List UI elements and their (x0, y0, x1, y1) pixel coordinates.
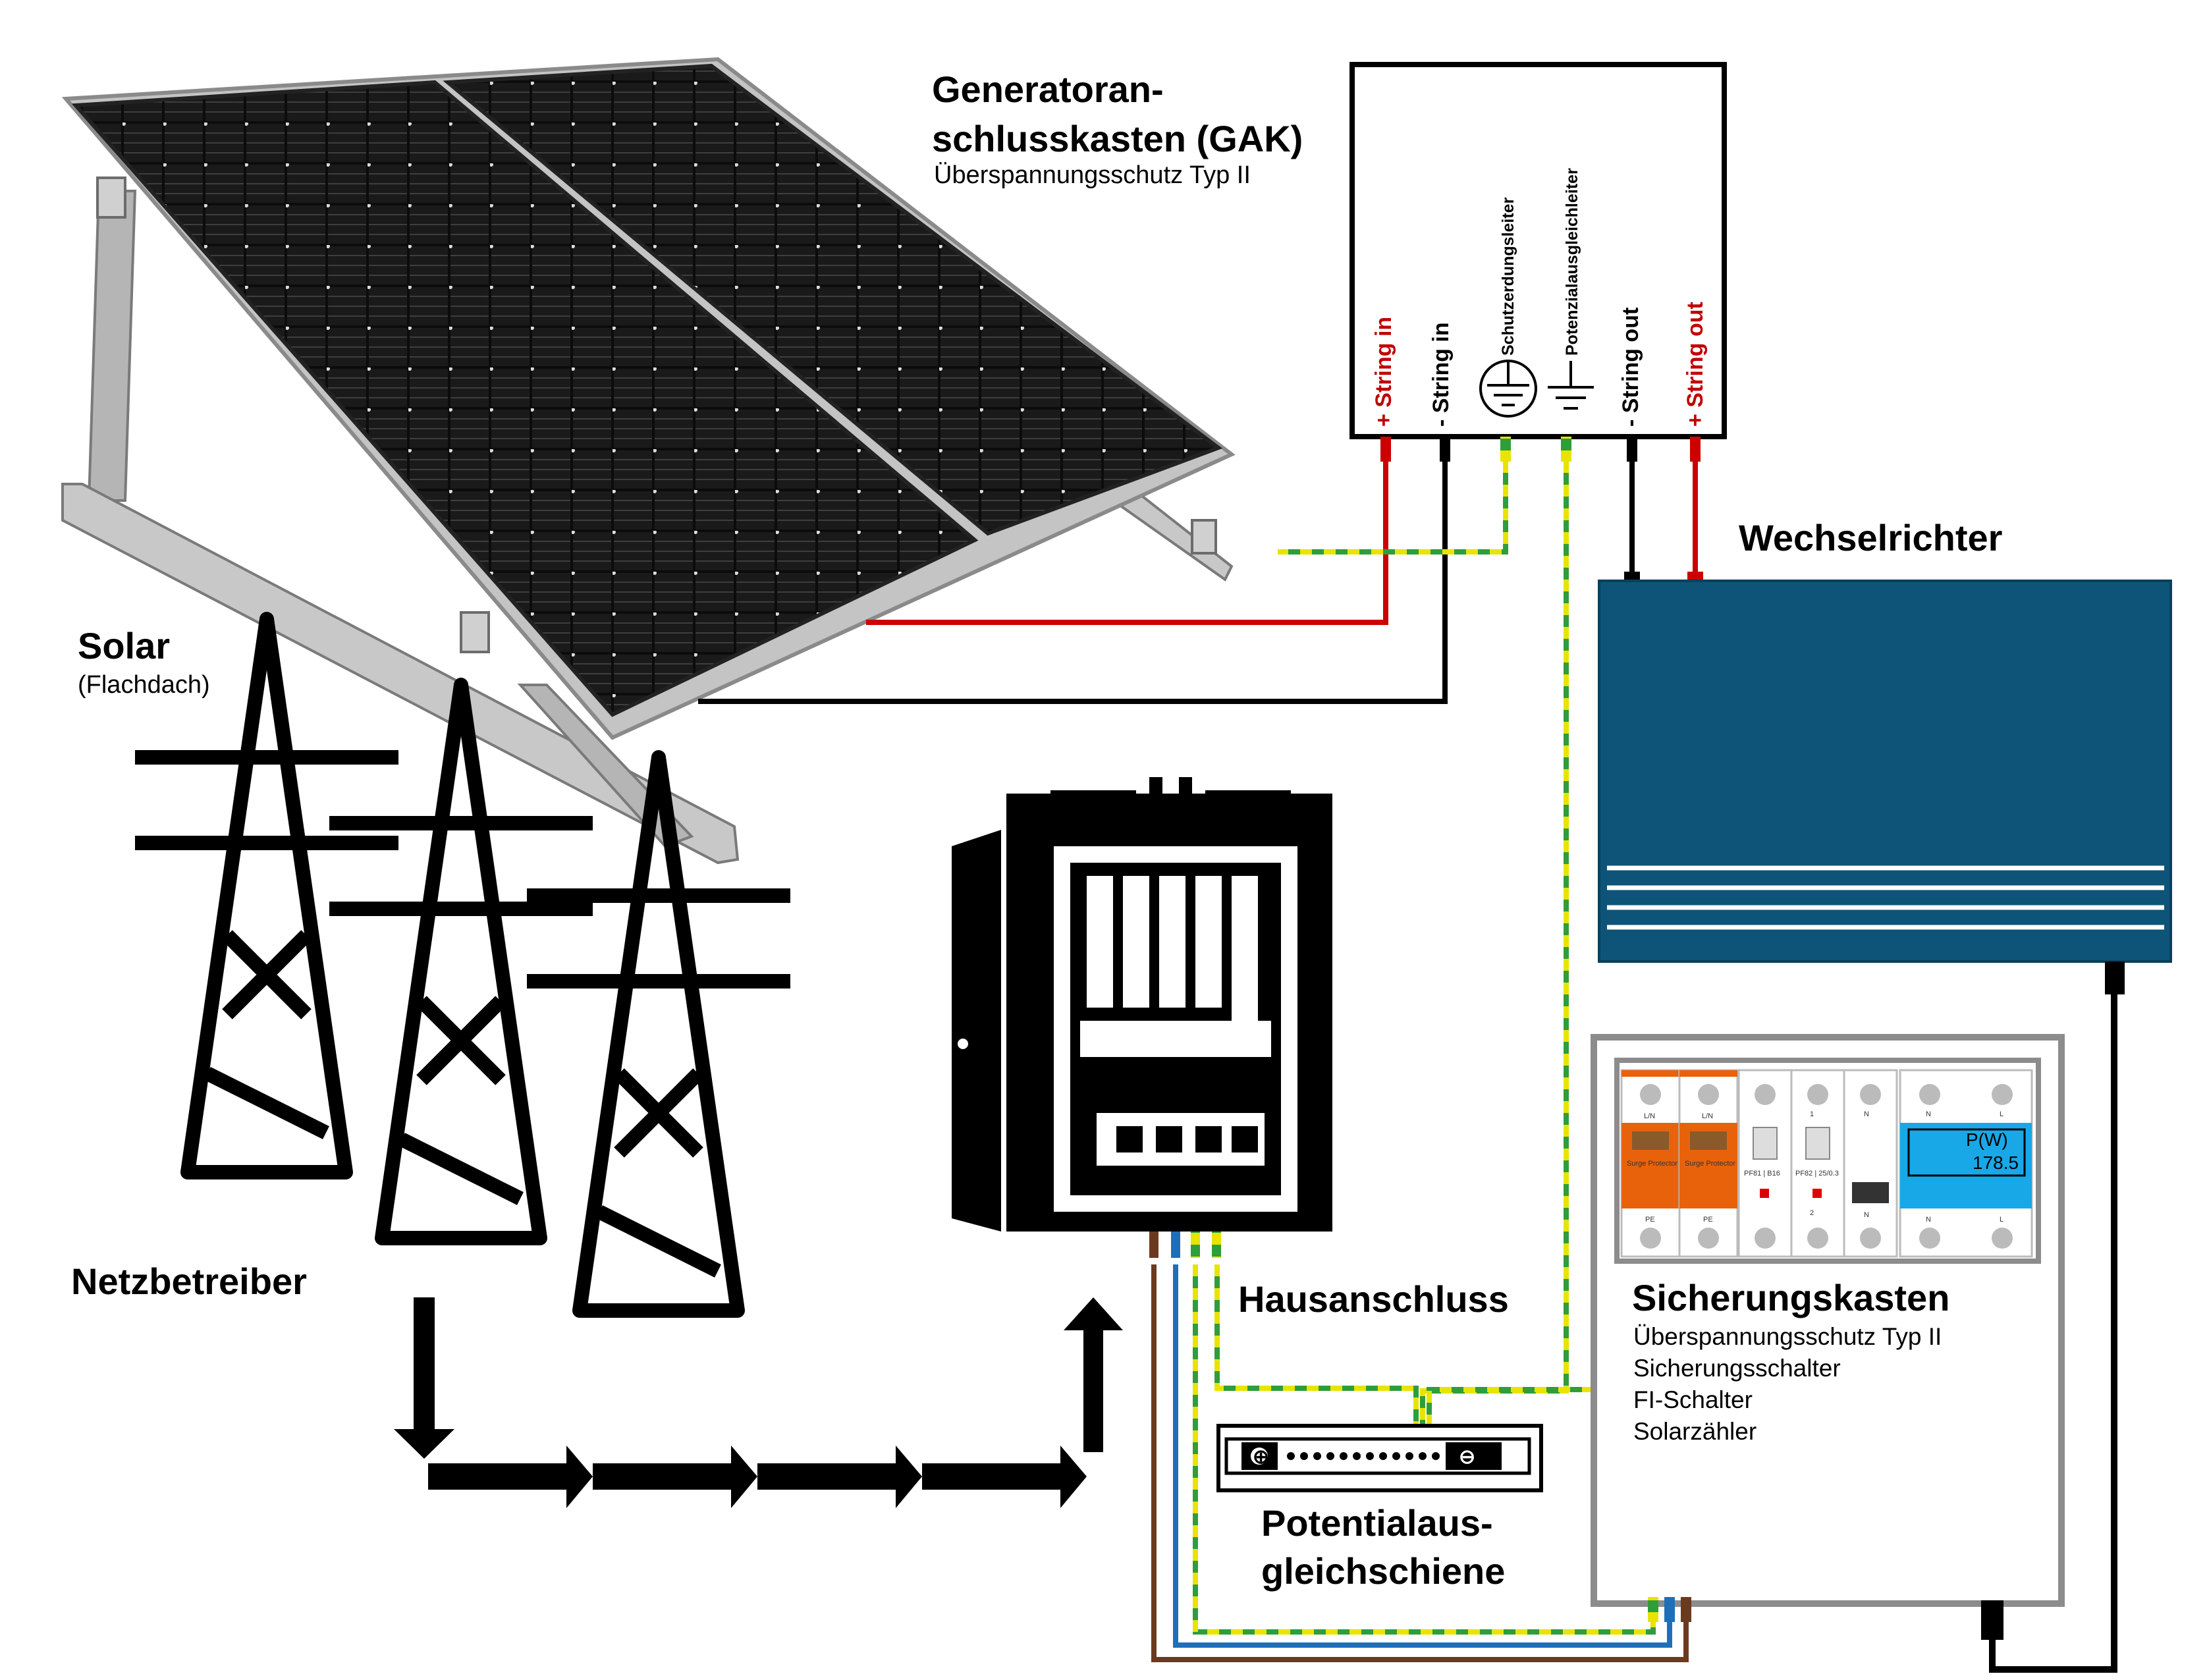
svg-text:Surge Protector: Surge Protector (1685, 1160, 1735, 1168)
support-strut-rear-left (87, 190, 137, 502)
svg-text:N: N (1864, 1110, 1869, 1118)
wire-pe-panel (1278, 461, 1508, 555)
rcd-module: 1 PF82 | 25/0.3 2 (1790, 1069, 1845, 1258)
busbar-title-line1: Potentialaus- (1261, 1502, 1493, 1544)
svg-text:L: L (2000, 1216, 2003, 1224)
svg-text:N: N (1926, 1110, 1931, 1118)
svg-text:PF81 | B16: PF81 | B16 (1744, 1170, 1780, 1178)
svg-text:2: 2 (1810, 1209, 1814, 1217)
terminal-minus-string-in: - String in (1429, 322, 1454, 427)
inverter-title: Wechselrichter (1739, 517, 2002, 558)
svg-text:L: L (2000, 1110, 2003, 1118)
panel-clamp (460, 611, 490, 653)
grid-title: Netzbetreiber (71, 1260, 307, 1302)
wire-plus-string-in (866, 461, 1388, 625)
arrow-right-icon (593, 1446, 757, 1508)
fusebox-item: Sicherungsschalter (1633, 1355, 1841, 1382)
svg-text:P(W): P(W) (1966, 1129, 2008, 1150)
svg-text:⊕: ⊕ (1253, 1446, 1269, 1468)
power-tower-icon (527, 750, 790, 1318)
svg-text:N: N (1926, 1216, 1931, 1224)
solar-panel-right (443, 63, 1223, 536)
terminal-protective-earth: Schutzerdungsleiter (1499, 197, 1517, 356)
circuit-breaker-module: PF81 | B16 (1737, 1069, 1793, 1258)
svg-text:L/N: L/N (1644, 1112, 1655, 1120)
terminal-plus-string-out: + String out (1683, 302, 1708, 427)
terminal-potential-equalization: Potenzialausgleichleiter (1563, 168, 1581, 356)
house-connection-cabinet-icon (952, 777, 1332, 1258)
panel-clamp (1191, 519, 1217, 555)
svg-text:178.5: 178.5 (1973, 1152, 2019, 1173)
solar-title: Solar (78, 625, 170, 666)
arrow-right-icon (428, 1446, 593, 1508)
terminal-plus-string-in: + String in (1371, 317, 1396, 427)
fusebox-item: FI-Schalter (1633, 1386, 1753, 1413)
terminal-minus-string-out: - String out (1618, 308, 1643, 427)
solar-meter-module: N L P(W) 178.5 N L (1899, 1069, 2033, 1258)
solar-subtitle: (Flachdach) (78, 671, 210, 699)
fusebox-item: Solarzähler (1633, 1418, 1757, 1445)
svg-text:PE: PE (1645, 1216, 1655, 1224)
house-title: Hausanschluss (1238, 1278, 1509, 1320)
svg-text:PE: PE (1703, 1216, 1713, 1224)
arrow-right-icon (922, 1446, 1087, 1508)
gak-title-line1: Generatoran- (932, 68, 1164, 110)
wire-ac-inverter-fusebox (1989, 988, 2117, 1673)
arrow-down-icon (394, 1297, 454, 1459)
svg-text:L/N: L/N (1702, 1112, 1713, 1120)
wire-minus-string-in (698, 461, 1448, 704)
svg-text:⊖: ⊖ (1459, 1446, 1475, 1468)
arrow-up-icon (1064, 1297, 1123, 1452)
gak-terminal-labels: + String in - String in Schutzerdungslei… (1371, 168, 1708, 427)
gak-terminal-connectors (1380, 437, 1701, 462)
power-tower-icon (135, 612, 398, 1179)
surge-protector-module: L/N Surge Protector PE (1620, 1069, 1681, 1258)
inverter-body (1598, 580, 2172, 963)
solar-panel-left (71, 80, 979, 717)
protective-earth-icon (1479, 360, 1537, 418)
svg-text:Surge Protector: Surge Protector (1627, 1160, 1677, 1168)
inverter (1598, 572, 2172, 994)
busbar-title-line2: gleichschiene (1261, 1550, 1505, 1592)
power-tower-icon (329, 678, 593, 1245)
wire-house-blue (1173, 1264, 1672, 1648)
svg-text:1: 1 (1810, 1110, 1814, 1118)
fusebox-item: Überspannungsschutz Typ II (1633, 1323, 1942, 1350)
neutral-module: N N (1843, 1069, 1898, 1258)
fusebox: L/N Surge Protector PE L/N Surge Protect… (1591, 1034, 2065, 1640)
gak-subtitle: Überspannungsschutz Typ II (934, 161, 1251, 189)
equipotential-busbar: ⊕ ⊖ (1216, 1424, 1543, 1492)
solar-array (61, 57, 1236, 865)
fusebox-title: Sicherungskasten (1632, 1277, 1949, 1318)
panel-clamp (96, 176, 126, 219)
svg-text:PF82 | 25/0.3: PF82 | 25/0.3 (1795, 1170, 1839, 1178)
svg-text:N: N (1864, 1211, 1869, 1219)
ground-icon (1548, 361, 1594, 410)
base-rail (61, 483, 740, 865)
gak-box (1349, 62, 1727, 439)
dc-wiring (698, 461, 2117, 1673)
wire-house-brown (1151, 1264, 1689, 1662)
gak-title-line2: schlusskasten (GAK) (932, 118, 1303, 159)
surge-protector-module: L/N Surge Protector PE (1678, 1069, 1739, 1258)
flow-arrows (394, 1297, 1123, 1508)
arrow-right-icon (757, 1446, 922, 1508)
